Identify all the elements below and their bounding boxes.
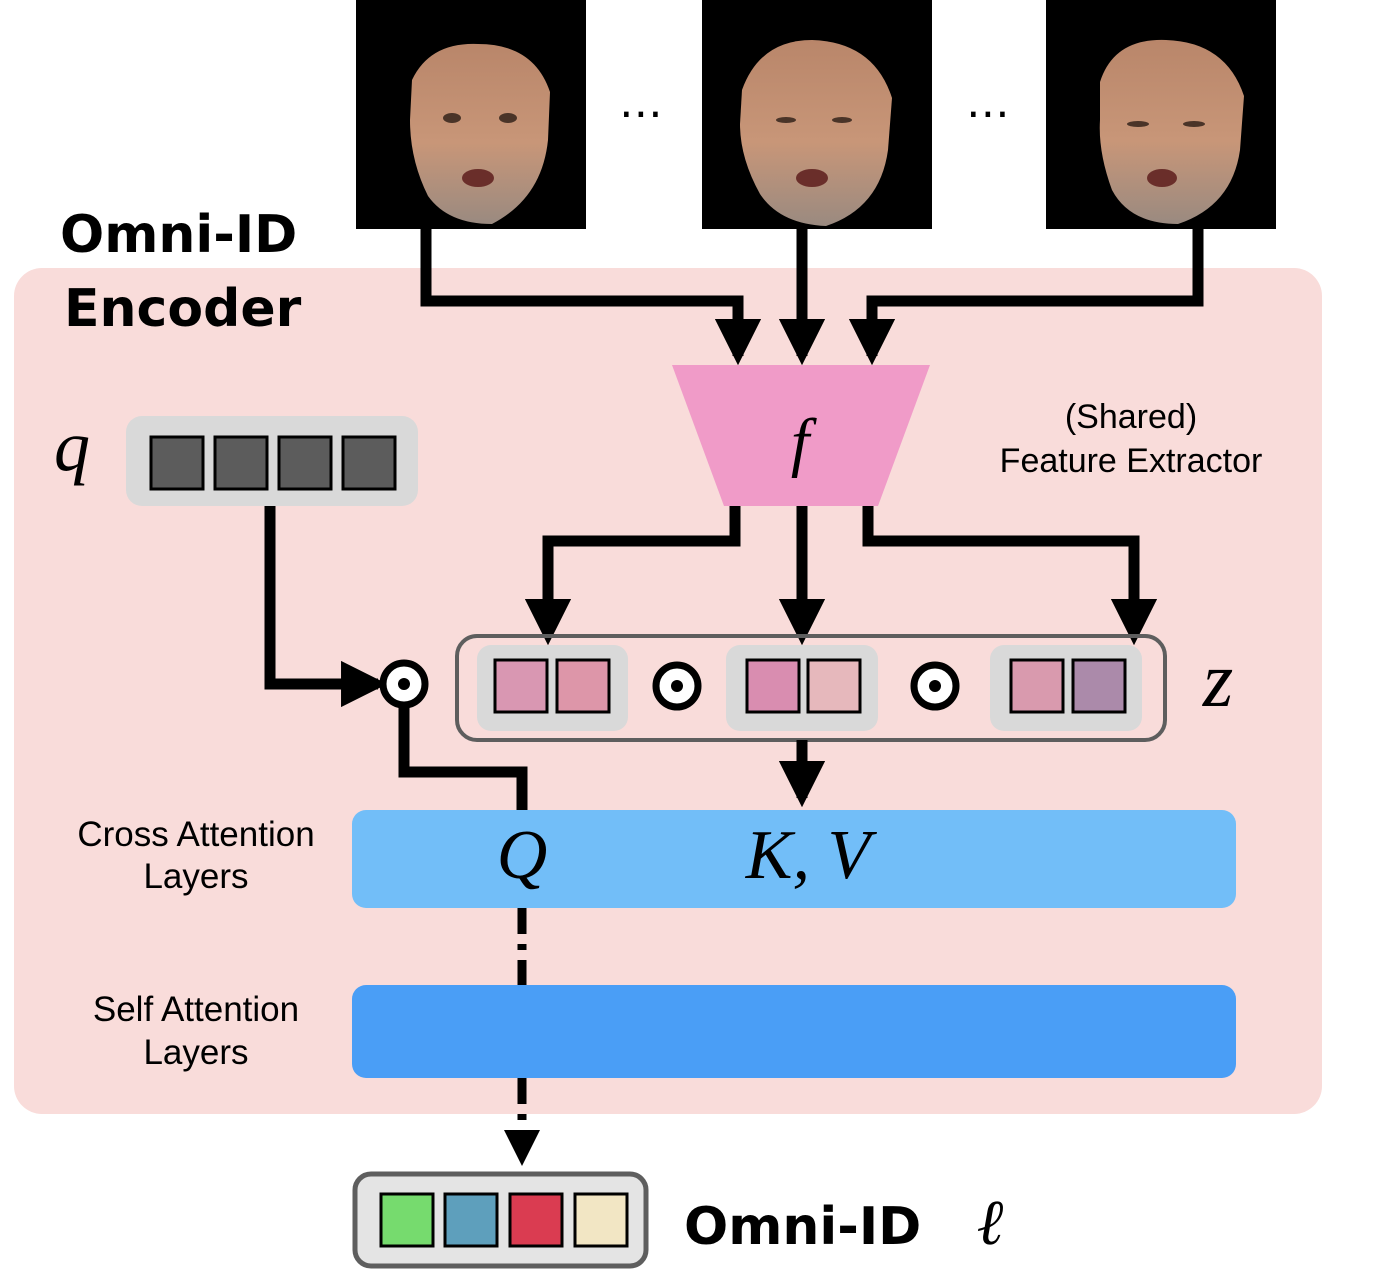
face-image-1 <box>356 0 586 229</box>
arrow-face1-to-f <box>420 229 762 366</box>
combine-operator-q <box>379 659 429 709</box>
z-token-group-3 <box>990 645 1142 731</box>
arrow-f-to-z1 <box>524 506 741 646</box>
feature-extractor-block <box>672 365 930 506</box>
cross-attention-label-line2: Layers <box>143 857 248 896</box>
combine-operator-z2 <box>910 661 960 711</box>
z-token-4 <box>806 658 862 714</box>
cross-attention-kv-symbol: K, V <box>745 817 878 894</box>
combine-operator-z1 <box>652 661 702 711</box>
query-token-3 <box>277 435 333 491</box>
arrow-q-to-combine <box>264 506 388 708</box>
query-token-2 <box>213 435 269 491</box>
output-token-group <box>352 1171 649 1269</box>
output-token-1 <box>379 1192 435 1248</box>
z-token-group-1 <box>477 645 628 731</box>
query-token-4 <box>341 435 397 491</box>
face-image-2 <box>702 0 932 229</box>
arrow-self-to-output-head <box>504 1130 540 1166</box>
output-token-3 <box>508 1192 564 1248</box>
output-token-2 <box>443 1192 499 1248</box>
z-container <box>455 634 1167 742</box>
feature-extractor-label-line1: (Shared) <box>1065 398 1197 436</box>
ellipsis-1: ⋯ <box>619 89 663 138</box>
output-token-4 <box>573 1192 629 1248</box>
self-attention-label-line1: Self Attention <box>93 990 299 1029</box>
feature-extractor-label-line2: Feature Extractor <box>1000 442 1263 480</box>
self-attention-label-line2: Layers <box>143 1033 248 1072</box>
cross-attention-block <box>352 810 1236 908</box>
z-token-6 <box>1071 658 1127 714</box>
line-combine-to-q <box>398 705 528 812</box>
z-token-5 <box>1009 658 1065 714</box>
arrow-f-to-z3 <box>862 506 1158 646</box>
output-label: Omni-ID <box>684 1197 921 1257</box>
ellipsis-2: ⋯ <box>966 89 1010 138</box>
z-symbol: z <box>1202 636 1233 723</box>
output-symbol: ℓ <box>977 1187 1004 1258</box>
z-token-1 <box>493 658 549 714</box>
encoder-title-line2: Encoder <box>64 279 302 339</box>
z-token-group-2 <box>726 645 878 731</box>
arrow-face3-to-f <box>848 229 1204 366</box>
self-attention-block <box>352 985 1236 1078</box>
query-token-group <box>126 416 418 506</box>
encoder-title-line1: Omni-ID <box>60 205 297 265</box>
cross-attention-label-line1: Cross Attention <box>77 815 314 854</box>
z-token-2 <box>555 658 611 714</box>
query-token-1 <box>149 435 205 491</box>
face-image-3 <box>1046 0 1276 229</box>
z-token-3 <box>745 658 801 714</box>
cross-attention-q-symbol: Q <box>497 817 548 894</box>
query-symbol: q <box>54 406 90 486</box>
